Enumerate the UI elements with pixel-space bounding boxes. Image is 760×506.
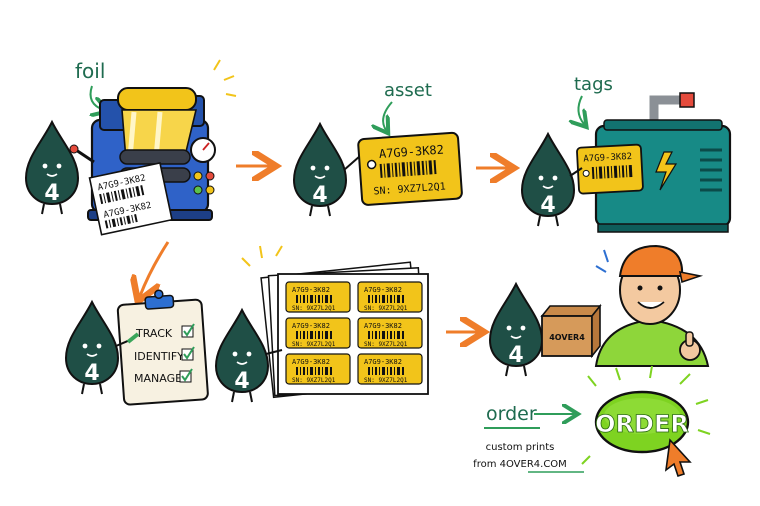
tags-pointer-arrow [578,95,584,124]
svg-text:SN: 9XZ7L2Q1: SN: 9XZ7L2Q1 [292,305,336,312]
mascot-generator-number: 4 [540,193,555,218]
asset-label: asset [384,80,432,101]
svg-text:SN: 9XZ7L2Q1: SN: 9XZ7L2Q1 [292,377,336,384]
gold-asset-tag: A7G9-3K82 SN: 9XZ7L2Q1 [357,131,463,206]
check-icon [181,323,195,338]
sheet-label: A7G9-3K82 SN: 9XZ7L2Q1 [357,281,423,313]
checklist-item-manage: MANAGE [134,372,182,385]
printer-sparkles [213,59,237,97]
printed-label-strip: A7G9-3K82 A7G9-3K82 [88,162,173,236]
checklist-item-identify: IDENTIFY [134,350,184,363]
svg-text:SN: 9XZ7L2Q1: SN: 9XZ7L2Q1 [292,341,336,348]
check-icon [179,368,193,383]
gold-tag-code: A7G9-3K82 [378,142,444,161]
svg-text:A7G9-3K82: A7G9-3K82 [292,358,330,366]
order-label: order [486,403,537,425]
sheet-label: A7G9-3K82 SN: 9XZ7L2Q1 [285,281,351,313]
foil-label: foil [75,59,105,83]
check-icon [181,346,195,361]
svg-text:A7G9-3K82: A7G9-3K82 [292,322,330,330]
tags-label: tags [574,74,613,95]
mascot-asset-number: 4 [312,183,327,208]
asset-pointer-arrow [383,101,393,130]
sheet-label: A7G9-3K82 SN: 9XZ7L2Q1 [357,353,423,385]
sheet-label: A7G9-3K82 SN: 9XZ7L2Q1 [285,353,351,385]
mascot-delivery-number: 4 [508,343,523,368]
shipping-box: 4OVER4 [540,303,602,359]
svg-text:A7G9-3K82: A7G9-3K82 [292,286,330,294]
order-caption-line2: from 4OVER4.COM [473,459,567,470]
sheet-sparkles [241,245,283,267]
svg-text:A7G9-3K82: A7G9-3K82 [364,286,402,294]
person-sparkles [595,249,609,273]
order-button[interactable]: ORDER [595,390,689,454]
mascot-printer [25,121,79,215]
delivery-person [594,244,710,367]
sheet-label-grid: A7G9-3K82 SN: 9XZ7L2Q1 A7G9-3K82 SN: 9XZ… [285,281,423,385]
svg-text:SN: 9XZ7L2Q1: SN: 9XZ7L2Q1 [364,341,408,348]
svg-text:SN: 9XZ7L2Q1: SN: 9XZ7L2Q1 [364,377,408,384]
checklist-item-track: TRACK [135,327,173,340]
svg-text:A7G9-3K82: A7G9-3K82 [364,322,402,330]
generator-tag: A7G9-3K82 [576,143,644,195]
mascot-asset [293,123,361,217]
box-brand: 4OVER4 [549,333,585,342]
flow-arrow-3 [140,241,170,296]
mascot-checklist [65,301,140,395]
mascot-delivery [489,283,543,377]
svg-text:SN: 9XZ7L2Q1: SN: 9XZ7L2Q1 [364,305,408,312]
checklist-items: TRACK IDENTIFY MANAGE [134,323,195,385]
gold-tag-serial: SN: 9XZ7L2Q1 [373,181,446,197]
svg-text:A7G9-3K82: A7G9-3K82 [364,358,402,366]
mascot-generator [521,133,583,227]
sheet-label: A7G9-3K82 SN: 9XZ7L2Q1 [285,317,351,349]
sheet-label: A7G9-3K82 SN: 9XZ7L2Q1 [357,317,423,349]
button-sparkles [581,365,711,465]
mascot-sheets [215,309,283,403]
order-button-label: ORDER [595,410,689,438]
order-caption-line1: custom prints [486,442,555,453]
mascot-checklist-number: 4 [84,361,99,386]
mascot-printer-number: 4 [44,181,59,206]
checklist-clipboard [116,289,209,406]
cursor-icon [664,438,692,478]
mascot-sheets-number: 4 [234,369,249,394]
generator-tag-code: A7G9-3K82 [583,152,632,165]
